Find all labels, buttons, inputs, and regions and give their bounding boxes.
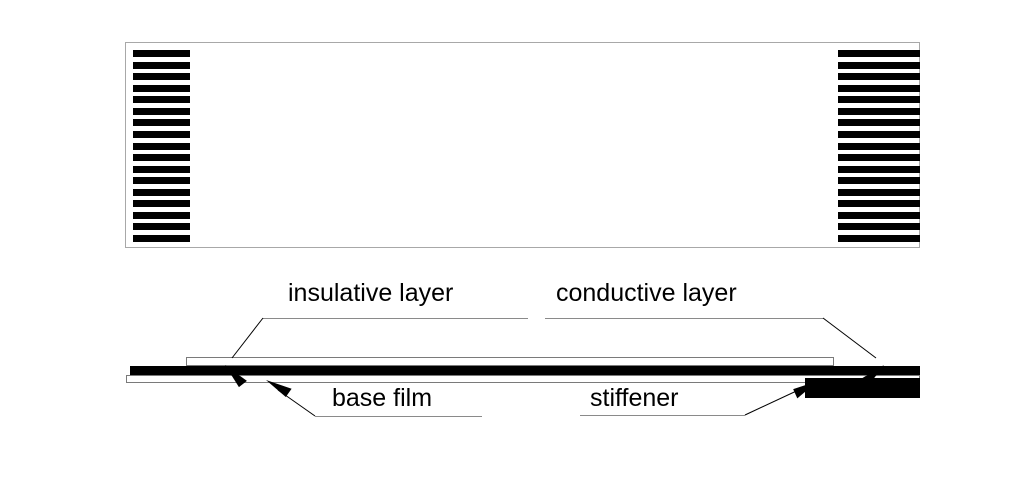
contact-finger [133, 130, 190, 138]
label-underline-base-film [315, 416, 482, 417]
contact-finger [133, 211, 190, 219]
contact-finger [133, 235, 190, 242]
contact-finger [838, 200, 920, 208]
contact-finger [838, 142, 920, 150]
contact-finger [838, 119, 920, 127]
contact-finger [133, 119, 190, 127]
label-stiffener: stiffener [590, 384, 679, 412]
cable-top-view-panel [125, 42, 920, 248]
contact-finger [133, 154, 190, 162]
contact-finger [838, 188, 920, 196]
insulative-layer-leader [231, 317, 264, 359]
contact-finger [838, 235, 920, 242]
contact-finger [133, 96, 190, 104]
contact-finger [133, 223, 190, 231]
contact-finger [133, 165, 190, 173]
conductive-layer-shape [130, 366, 920, 375]
label-underline-insulative-layer [263, 318, 528, 319]
contact-finger [838, 154, 920, 162]
contact-finger [133, 188, 190, 196]
base-film-shape [126, 375, 920, 383]
contact-finger [838, 165, 920, 173]
stiffener-leader [744, 386, 806, 416]
label-underline-stiffener [580, 415, 745, 416]
contact-finger [133, 107, 190, 115]
label-base-film: base film [332, 384, 433, 412]
label-insulative-layer: insulative layer [288, 279, 454, 307]
label-underline-conductive-layer [545, 318, 823, 319]
contact-finger [133, 177, 190, 185]
contact-finger [838, 96, 920, 104]
conductive-layer-leader [822, 317, 877, 359]
contact-finger [838, 61, 920, 69]
left-contact-fingers [133, 50, 190, 242]
contact-finger [133, 50, 190, 57]
right-contact-fingers [838, 50, 920, 242]
contact-finger [838, 223, 920, 231]
contact-finger [133, 73, 190, 81]
contact-finger [838, 73, 920, 81]
contact-finger [838, 177, 920, 185]
contact-finger [838, 84, 920, 92]
contact-finger [133, 84, 190, 92]
contact-finger [133, 200, 190, 208]
contact-finger [838, 107, 920, 115]
contact-finger [838, 50, 920, 57]
base-film-leader [277, 389, 316, 417]
stiffener-shape [805, 378, 920, 398]
contact-finger [133, 61, 190, 69]
contact-finger [838, 211, 920, 219]
contact-finger [133, 142, 190, 150]
contact-finger [838, 130, 920, 138]
insulative-layer-shape [186, 357, 834, 366]
label-conductive-layer: conductive layer [556, 279, 737, 307]
